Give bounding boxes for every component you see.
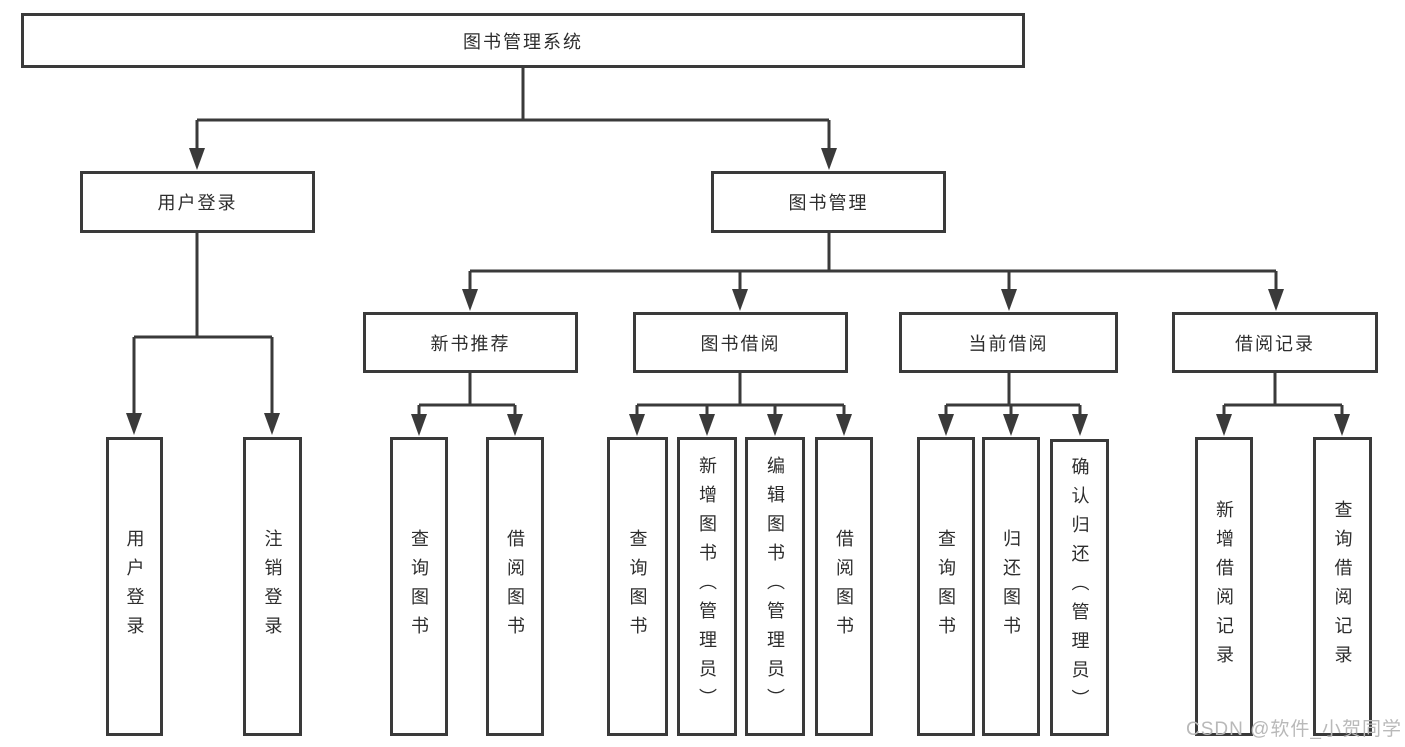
node-leaf-return-books: 归还图书	[982, 437, 1040, 736]
node-leaf-query-books-current: 查询图书	[917, 437, 975, 736]
node-root-system: 图书管理系统	[21, 13, 1025, 68]
node-leaf-add-borrow-record: 新增借阅记录	[1195, 437, 1253, 736]
node-leaf-query-books-borrow: 查询图书	[607, 437, 668, 736]
node-current-borrow: 当前借阅	[899, 312, 1118, 373]
node-leaf-user-login: 用户登录	[106, 437, 163, 736]
node-book-management-branch: 图书管理	[711, 171, 946, 233]
node-leaf-borrow-books: 借阅图书	[815, 437, 873, 736]
node-new-book-recommend: 新书推荐	[363, 312, 578, 373]
node-borrow-records: 借阅记录	[1172, 312, 1378, 373]
node-book-borrow: 图书借阅	[633, 312, 848, 373]
node-user-login-branch: 用户登录	[80, 171, 315, 233]
node-leaf-query-borrow-record: 查询借阅记录	[1313, 437, 1372, 736]
node-leaf-confirm-return-admin: 确认归还（管理员）	[1050, 439, 1109, 736]
node-leaf-logout: 注销登录	[243, 437, 302, 736]
node-leaf-edit-book-admin: 编辑图书（管理员）	[745, 437, 805, 736]
node-leaf-borrow-books-recommend: 借阅图书	[486, 437, 544, 736]
node-leaf-add-book-admin: 新增图书（管理员）	[677, 437, 737, 736]
csdn-watermark: CSDN @软件_小贺同学	[1186, 719, 1402, 740]
node-leaf-query-books-recommend: 查询图书	[390, 437, 448, 736]
